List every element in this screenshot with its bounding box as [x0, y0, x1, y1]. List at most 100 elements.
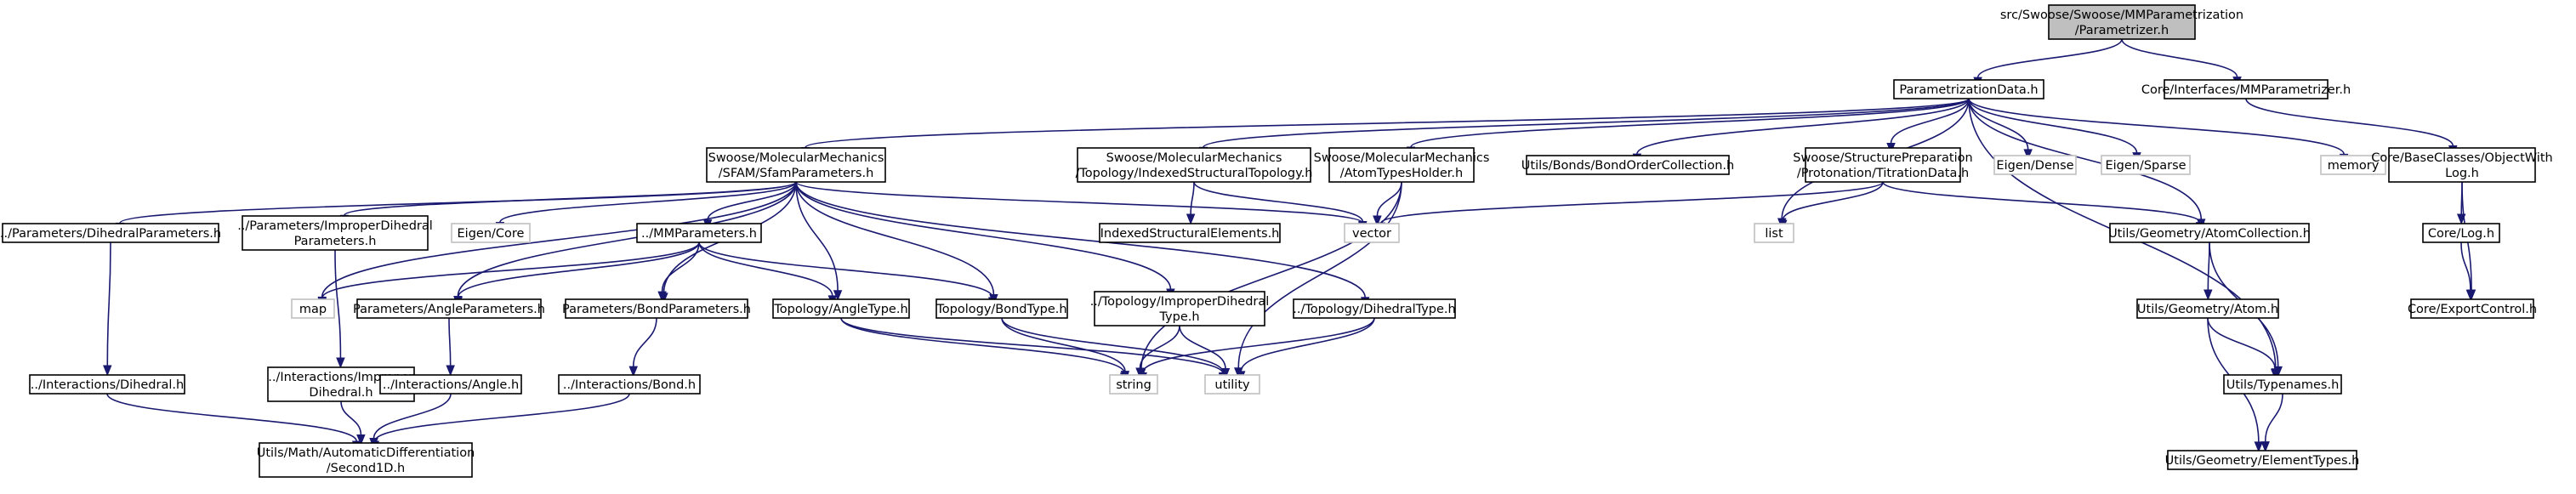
node-diht[interactable]: ../Topology/DihedralType.h — [1293, 298, 1456, 319]
node-label-line: ../MMParameters.h — [641, 227, 757, 241]
node-utility: utility — [1204, 374, 1260, 395]
node-box — [1993, 155, 2077, 175]
node-tn[interactable]: Utils/Typenames.h — [2223, 374, 2342, 395]
node-label-line: Core/ExportControl.h — [2408, 303, 2537, 316]
edge-angp-to-iang — [446, 317, 455, 377]
node-label-line: Core/BaseClasses/ObjectWith — [2371, 151, 2552, 165]
node-idih[interactable]: ../Interactions/Dihedral.h — [29, 374, 185, 395]
edge-diht-to-string — [1138, 317, 1375, 383]
node-label-line: Swoose/StructurePreparation — [1793, 151, 1972, 165]
node-label-line: /AtomTypesHolder.h — [1340, 167, 1463, 180]
node-cimm[interactable]: Core/Interfaces/MMParametrizer.h — [2141, 79, 2351, 99]
node-box — [1805, 147, 1961, 183]
node-label-line: list — [1765, 227, 1783, 241]
node-label-line: Type.h — [1158, 310, 1199, 324]
node-label-line: ../Interactions/Improper — [268, 371, 413, 384]
node-label-line: ../Interactions/Dihedral.h — [31, 378, 184, 392]
node-iang[interactable]: ../Interactions/Angle.h — [379, 374, 522, 395]
node-atom[interactable]: Utils/Geometry/Atom.h — [2136, 298, 2279, 319]
edge-mmp-to-angt — [698, 241, 838, 307]
edge-diht-to-utility — [1236, 317, 1375, 383]
node-box — [259, 442, 473, 478]
edge-mmp-to-bondp — [657, 241, 700, 303]
node-label-line: Topology/AngleType.h — [773, 303, 907, 316]
node-ad[interactable]: Utils/Math/AutomaticDifferentiation/Seco… — [257, 442, 475, 478]
node-box — [1094, 291, 1265, 326]
node-pd[interactable]: ParametrizationData.h — [1893, 79, 2044, 99]
node-box — [1077, 147, 1311, 183]
node-ath[interactable]: Swoose/MolecularMechanics/AtomTypesHolde… — [1314, 147, 1490, 183]
node-box — [1754, 223, 1794, 243]
node-impp[interactable]: ../Parameters/ImproperDihedralParameters… — [237, 215, 433, 251]
node-ist[interactable]: Swoose/MolecularMechanics/Topology/Index… — [1076, 147, 1313, 183]
node-label-line: Core/Log.h — [2428, 227, 2494, 241]
node-titr[interactable]: Swoose/StructurePreparation/Protonation/… — [1793, 147, 1973, 183]
edge-bondp-to-ibond — [628, 317, 657, 378]
node-box — [2164, 79, 2329, 99]
node-box — [356, 298, 542, 319]
node-box — [1526, 155, 1730, 175]
node-vector: vector — [1344, 223, 1400, 243]
edge-sfam-to-bondt — [795, 181, 998, 305]
node-box — [451, 223, 531, 243]
node-label-line: Parameters/AngleParameters.h — [353, 303, 545, 316]
node-et[interactable]: Utils/Geometry/ElementTypes.h — [2165, 450, 2360, 470]
node-label-line: Topology/BondType.h — [935, 303, 1066, 316]
node-dihp[interactable]: ../Parameters/DihedralParameters.h — [0, 223, 221, 243]
node-label-line: Eigen/Sparse — [2105, 159, 2186, 173]
node-edense: Eigen/Dense — [1993, 155, 2077, 175]
node-clog[interactable]: Core/Log.h — [2422, 223, 2500, 243]
node-ise[interactable]: IndexedStructuralElements.h — [1099, 223, 1281, 243]
node-angt[interactable]: Topology/AngleType.h — [772, 298, 910, 319]
node-label-line: Utils/Typenames.h — [2226, 378, 2340, 392]
node-box — [1344, 223, 1400, 243]
node-label-line: Utils/Geometry/AtomCollection.h — [2108, 227, 2311, 241]
node-box — [2048, 4, 2196, 40]
node-box — [2422, 223, 2500, 243]
node-label-line: string — [1116, 378, 1152, 392]
node-label-line: /Protonation/TitrationData.h — [1797, 167, 1969, 180]
node-label-line: ../Interactions/Angle.h — [383, 378, 519, 392]
edge-cimm-to-owl — [2245, 98, 2458, 156]
node-box — [565, 298, 748, 319]
node-sfam[interactable]: Swoose/MolecularMechanics/SFAM/SfamParam… — [706, 147, 886, 183]
edge-titr-to-list — [1778, 181, 1884, 231]
edge-ibond-to-ad — [370, 393, 630, 452]
node-label-line: Utils/Geometry/Atom.h — [2137, 303, 2278, 316]
edge-mmp-to-map — [317, 241, 700, 309]
node-box — [379, 374, 522, 395]
node-label-line: ../Parameters/ImproperDihedral — [237, 219, 433, 233]
node-box — [2410, 298, 2534, 319]
edge-clog-to-cec — [2460, 241, 2476, 301]
node-bo[interactable]: Utils/Bonds/BondOrderCollection.h — [1521, 155, 1734, 175]
node-label-line: ../Interactions/Bond.h — [563, 378, 696, 392]
node-cec[interactable]: Core/ExportControl.h — [2408, 298, 2537, 319]
node-label-line: map — [299, 303, 327, 316]
node-label-line: vector — [1352, 227, 1391, 241]
edge-impt-to-utility — [1179, 325, 1231, 379]
edge-sfam-to-vector — [795, 181, 1368, 234]
node-box — [2388, 147, 2536, 183]
node-box — [2, 223, 219, 243]
node-esparse: Eigen/Sparse — [2101, 155, 2191, 175]
node-label-line: Utils/Geometry/ElementTypes.h — [2165, 454, 2360, 468]
node-angp[interactable]: Parameters/AngleParameters.h — [353, 298, 545, 319]
node-string: string — [1109, 374, 1158, 395]
node-box — [29, 374, 185, 395]
node-box — [636, 223, 762, 243]
node-label-line: /Parametrizer.h — [2075, 24, 2169, 37]
edge-ath-to-string — [1136, 181, 1402, 380]
edge-mmp-to-bondt — [698, 241, 998, 309]
node-ac[interactable]: Utils/Geometry/AtomCollection.h — [2108, 223, 2311, 243]
node-mmp[interactable]: ../MMParameters.h — [636, 223, 762, 243]
node-label-line: Dihedral.h — [309, 386, 372, 400]
node-label-line: memory — [2328, 159, 2380, 173]
node-ibond[interactable]: ../Interactions/Bond.h — [558, 374, 701, 395]
node-bondt[interactable]: Topology/BondType.h — [935, 298, 1068, 319]
node-label-line: Eigen/Dense — [1996, 159, 2073, 173]
node-label-line: Swoose/MolecularMechanics — [708, 151, 884, 165]
node-bondp[interactable]: Parameters/BondParameters.h — [562, 298, 751, 319]
node-box — [935, 298, 1068, 319]
